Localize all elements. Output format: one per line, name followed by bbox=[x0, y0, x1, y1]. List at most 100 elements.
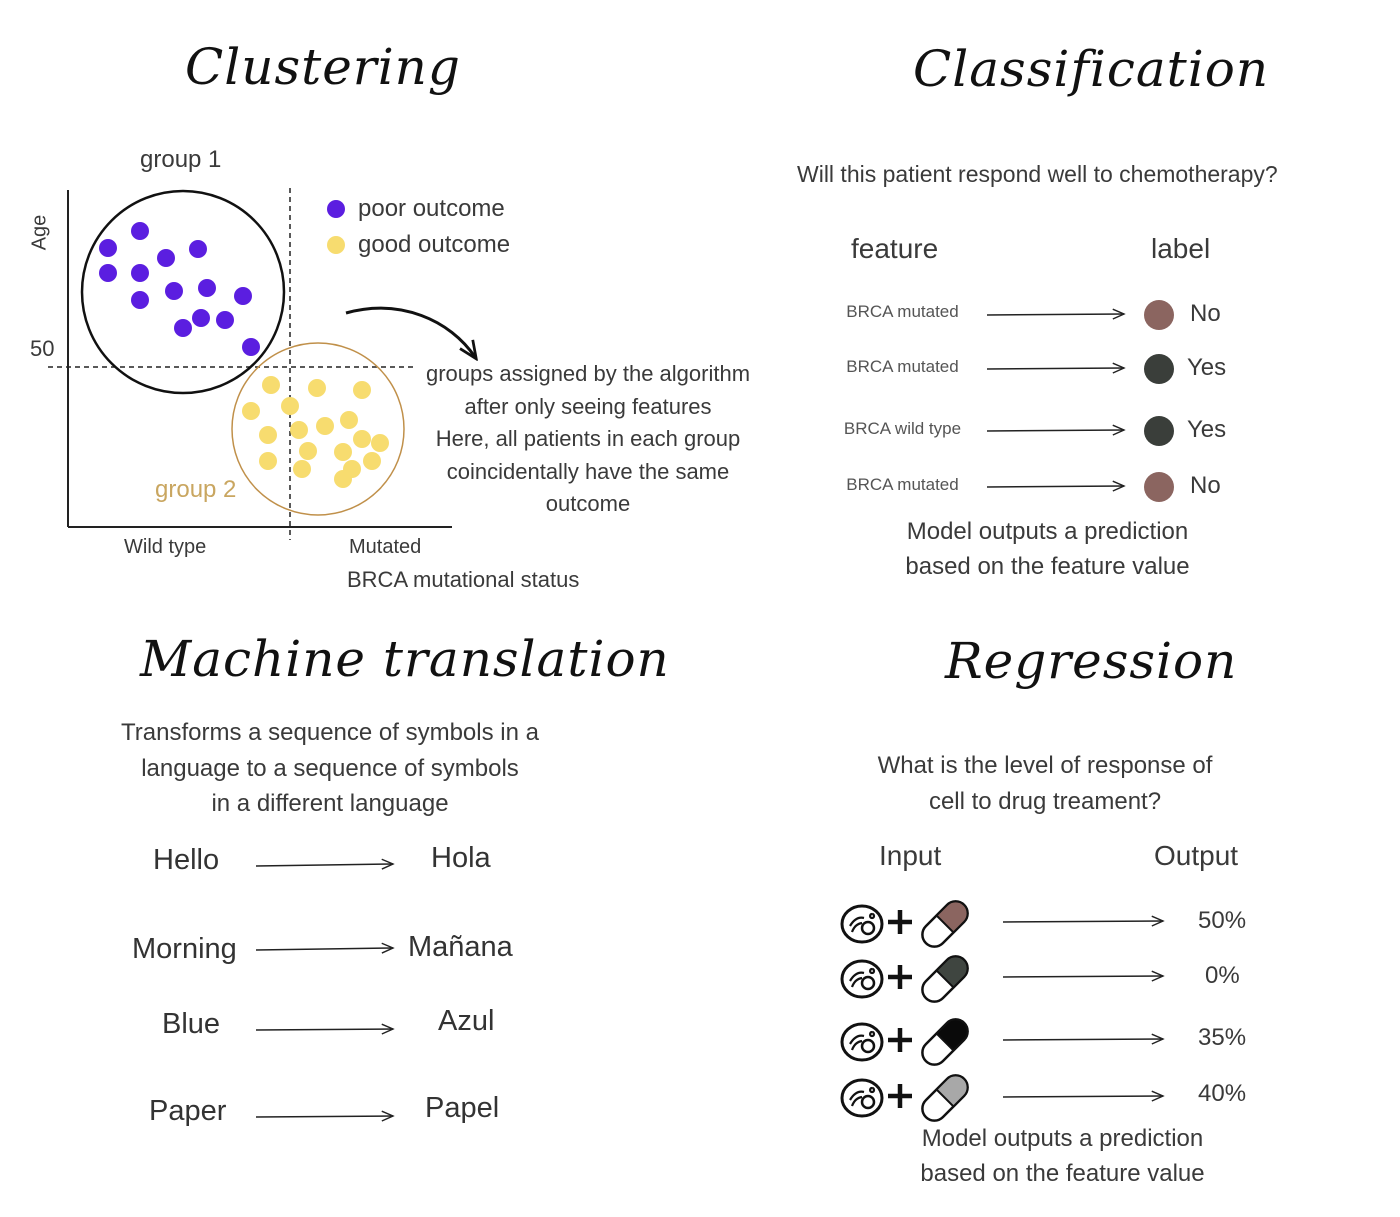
good-outcome-point bbox=[290, 421, 308, 439]
pill-colored-half bbox=[935, 1074, 969, 1108]
cluster-annotation: groups assigned by the algorithm after o… bbox=[420, 358, 756, 521]
cell-drug-input bbox=[840, 1018, 969, 1066]
clustering-axes bbox=[48, 188, 452, 540]
target-word: Papel bbox=[425, 1092, 500, 1124]
output-value: 0% bbox=[1205, 962, 1240, 989]
label-cell: No bbox=[1190, 472, 1221, 499]
source-word: Hello bbox=[153, 844, 220, 876]
caption-line: based on the feature value bbox=[905, 553, 1190, 580]
feature-cell: BRCA mutated bbox=[846, 302, 959, 321]
label-header: label bbox=[1151, 233, 1211, 264]
classification-question: Will this patient respond well to chemot… bbox=[797, 161, 1278, 187]
poor-outcome-point bbox=[198, 279, 216, 297]
question-line: cell to drug treament? bbox=[928, 787, 1162, 815]
description-line: language to a sequence of symbols bbox=[141, 754, 519, 782]
label-cell: Yes bbox=[1187, 354, 1227, 381]
translation-description: Transforms a sequence of symbols in a la… bbox=[110, 715, 550, 822]
question-line: What is the level of response of bbox=[877, 752, 1213, 779]
pill-icon bbox=[921, 1018, 969, 1066]
cell-organelle-icon bbox=[849, 912, 876, 933]
legend-poor-label: poor outcome bbox=[358, 195, 505, 222]
cell-organelle-icon bbox=[849, 1030, 876, 1051]
good-outcome-point bbox=[363, 452, 381, 470]
poor-outcome-point bbox=[157, 249, 175, 267]
poor-outcome-point bbox=[99, 239, 117, 257]
annotation-line: after only seeing features bbox=[464, 393, 712, 419]
regression-title: Regression bbox=[945, 632, 1238, 690]
good-outcome-point bbox=[316, 417, 334, 435]
cell-drug-input bbox=[840, 900, 969, 948]
y-axis-label: Age bbox=[28, 214, 51, 251]
caption-line: Model outputs a prediction bbox=[906, 518, 1189, 545]
good-outcome-point bbox=[242, 402, 260, 420]
good-outcome-point bbox=[281, 397, 299, 415]
translation-arrows bbox=[255, 864, 393, 1117]
label-dot bbox=[1144, 472, 1174, 502]
poor-outcome-point bbox=[234, 287, 252, 305]
target-word: Mañana bbox=[408, 931, 513, 963]
source-word: Paper bbox=[149, 1095, 227, 1127]
label-dot bbox=[1144, 300, 1174, 330]
pill-colored-half bbox=[935, 955, 969, 989]
poor-outcome-point bbox=[131, 264, 149, 282]
legend-poor-dot bbox=[327, 200, 345, 218]
group1-circle bbox=[80, 189, 286, 395]
poor-outcome-point bbox=[131, 291, 149, 309]
good-outcome-point bbox=[308, 379, 326, 397]
annotation-line: outcome bbox=[545, 491, 631, 516]
classification-caption: Model outputs a prediction based on the … bbox=[880, 514, 1215, 584]
feature-cell: BRCA wild type bbox=[843, 419, 962, 438]
caption-line: Model outputs a prediction bbox=[921, 1125, 1204, 1152]
plus-icon bbox=[888, 1084, 912, 1108]
poor-outcome-point bbox=[189, 240, 207, 258]
cell-nucleus-icon bbox=[860, 1094, 876, 1110]
source-word: Morning bbox=[132, 933, 237, 965]
description-line: Transforms a sequence of symbols in a bbox=[121, 719, 539, 746]
caption-line: based on the feature value bbox=[920, 1160, 1205, 1187]
feature-header: feature bbox=[851, 233, 939, 264]
good-outcome-point bbox=[299, 442, 317, 460]
output-value: 50% bbox=[1198, 907, 1247, 934]
regression-arrows bbox=[1002, 921, 1163, 1097]
good-outcome-point bbox=[353, 381, 371, 399]
pill-icon bbox=[921, 1074, 969, 1122]
good-outcome-point bbox=[353, 430, 371, 448]
plus-icon bbox=[888, 965, 912, 989]
source-word: Blue bbox=[162, 1008, 221, 1040]
cell-icon bbox=[840, 959, 884, 999]
good-outcome-point bbox=[334, 470, 352, 488]
group2-circle bbox=[231, 342, 405, 516]
cell-icon bbox=[840, 1022, 884, 1062]
plus-icon bbox=[888, 910, 912, 934]
poor-outcome-point bbox=[242, 338, 260, 356]
poor-outcome-point bbox=[99, 264, 117, 282]
cell-icon bbox=[840, 1078, 884, 1118]
feature-cell: BRCA mutated bbox=[846, 357, 959, 376]
cell-nucleus-icon bbox=[860, 920, 876, 936]
annotation-line: coincidentally have the same bbox=[446, 458, 730, 484]
good-outcome-points bbox=[242, 376, 389, 488]
cell-nucleus-icon bbox=[860, 975, 876, 991]
cell-drug-input bbox=[840, 1074, 969, 1122]
poor-outcome-point bbox=[174, 319, 192, 337]
cell-organelle-icon bbox=[849, 1086, 876, 1107]
x-tick-mutated: Mutated bbox=[349, 536, 422, 558]
x-tick-wild-type: Wild type bbox=[124, 536, 207, 558]
good-outcome-point bbox=[293, 460, 311, 478]
output-value: 40% bbox=[1198, 1080, 1247, 1107]
regression-caption: Model outputs a prediction based on the … bbox=[895, 1121, 1230, 1191]
cell-nucleus-icon bbox=[860, 1038, 876, 1054]
input-header: Input bbox=[879, 840, 942, 871]
poor-outcome-point bbox=[131, 222, 149, 240]
poor-outcome-point bbox=[192, 309, 210, 327]
good-outcome-point bbox=[259, 426, 277, 444]
plus-icon bbox=[888, 1028, 912, 1052]
target-word: Azul bbox=[438, 1005, 495, 1037]
good-outcome-point bbox=[262, 376, 280, 394]
clustering-title: Clustering bbox=[185, 38, 461, 96]
good-outcome-point bbox=[371, 434, 389, 452]
label-dot bbox=[1144, 354, 1174, 384]
classification-title: Classification bbox=[913, 40, 1270, 98]
good-outcome-point bbox=[334, 443, 352, 461]
